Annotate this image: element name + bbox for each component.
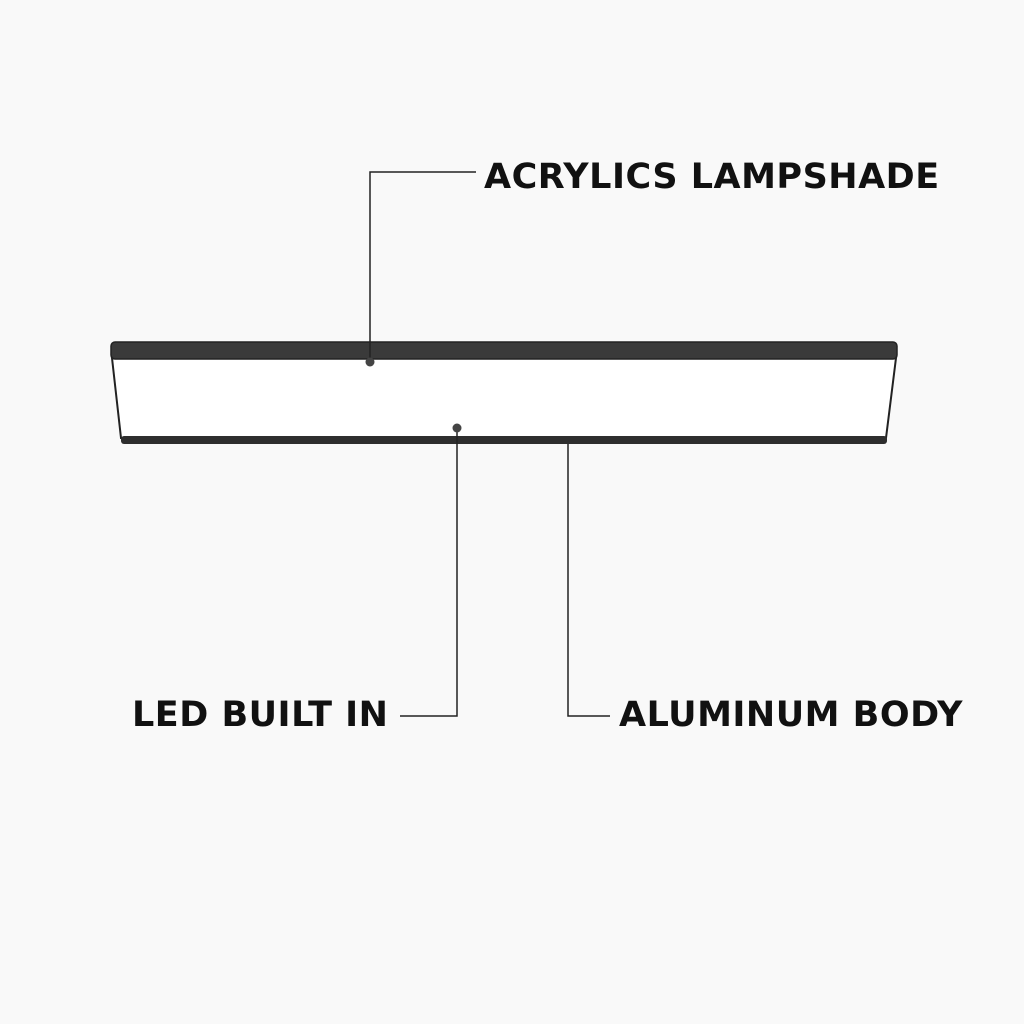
label-acrylics-lampshade: ACRYLICS LAMPSHADE <box>484 157 940 197</box>
lamp-top-rim <box>110 341 898 360</box>
leader-line-body <box>567 444 610 717</box>
label-aluminum-body: ALUMINUM BODY <box>619 695 963 735</box>
lamp-panel <box>110 357 898 439</box>
lamp-bottom-rim <box>121 436 887 444</box>
leader-line-led <box>400 428 458 717</box>
leader-dot-led <box>452 423 462 433</box>
leader-dot-lampshade <box>365 357 375 367</box>
leader-line-lampshade <box>369 171 476 362</box>
label-led-built-in: LED BUILT IN <box>132 695 389 735</box>
